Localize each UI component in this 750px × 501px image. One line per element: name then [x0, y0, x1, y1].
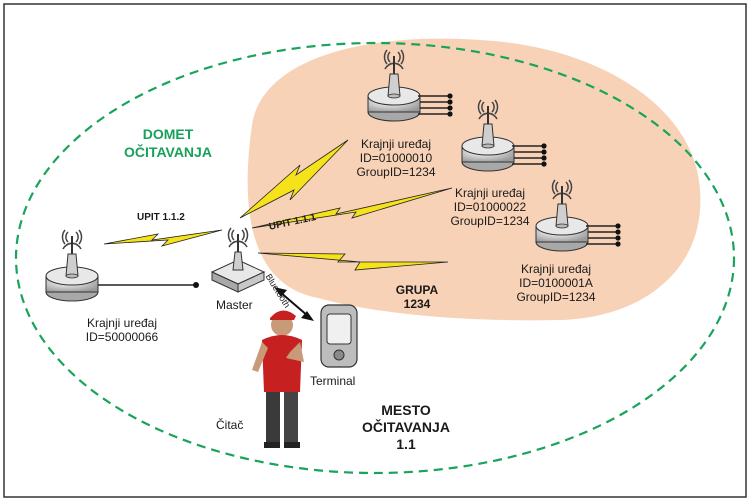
range-label-line-1: DOMET [142, 126, 194, 142]
query-label-1: UPIT 1.1.2 [137, 212, 185, 223]
terminal-device [320, 304, 358, 368]
range-ellipse [14, 41, 736, 475]
group-area [247, 38, 701, 321]
master-label: Master [216, 298, 253, 312]
end-device-top-label: Krajnji uređaj ID=01000010 GroupID=1234 [356, 137, 436, 179]
reader-person [252, 310, 304, 448]
lightning-to-group [257, 252, 449, 271]
terminal-label: Terminal [310, 374, 356, 388]
range-label: DOMET OČITAVANJA [112, 125, 224, 161]
reader-label: Čitač [216, 418, 244, 432]
range-label-line-2: OČITAVANJA [124, 144, 212, 160]
lightning-to-middle-device [251, 187, 453, 229]
bluetooth-arrow [274, 287, 314, 321]
end-device-left [46, 230, 199, 301]
location-label: MESTO OČITAVANJA 1.1 [362, 402, 450, 452]
lightning-to-left-device [103, 229, 223, 247]
lightning-to-top-device [239, 139, 349, 219]
end-device-middle-label: Krajnji uređaj ID=01000022 GroupID=1234 [450, 186, 530, 228]
end-device-left-label: Krajnji uređaj ID=50000066 [85, 316, 159, 344]
master-device [210, 227, 266, 293]
end-device-right-label: Krajnji uređaj ID=0100001A GroupID=1234 [516, 262, 596, 304]
group-label: GRUPA 1234 [395, 283, 439, 311]
